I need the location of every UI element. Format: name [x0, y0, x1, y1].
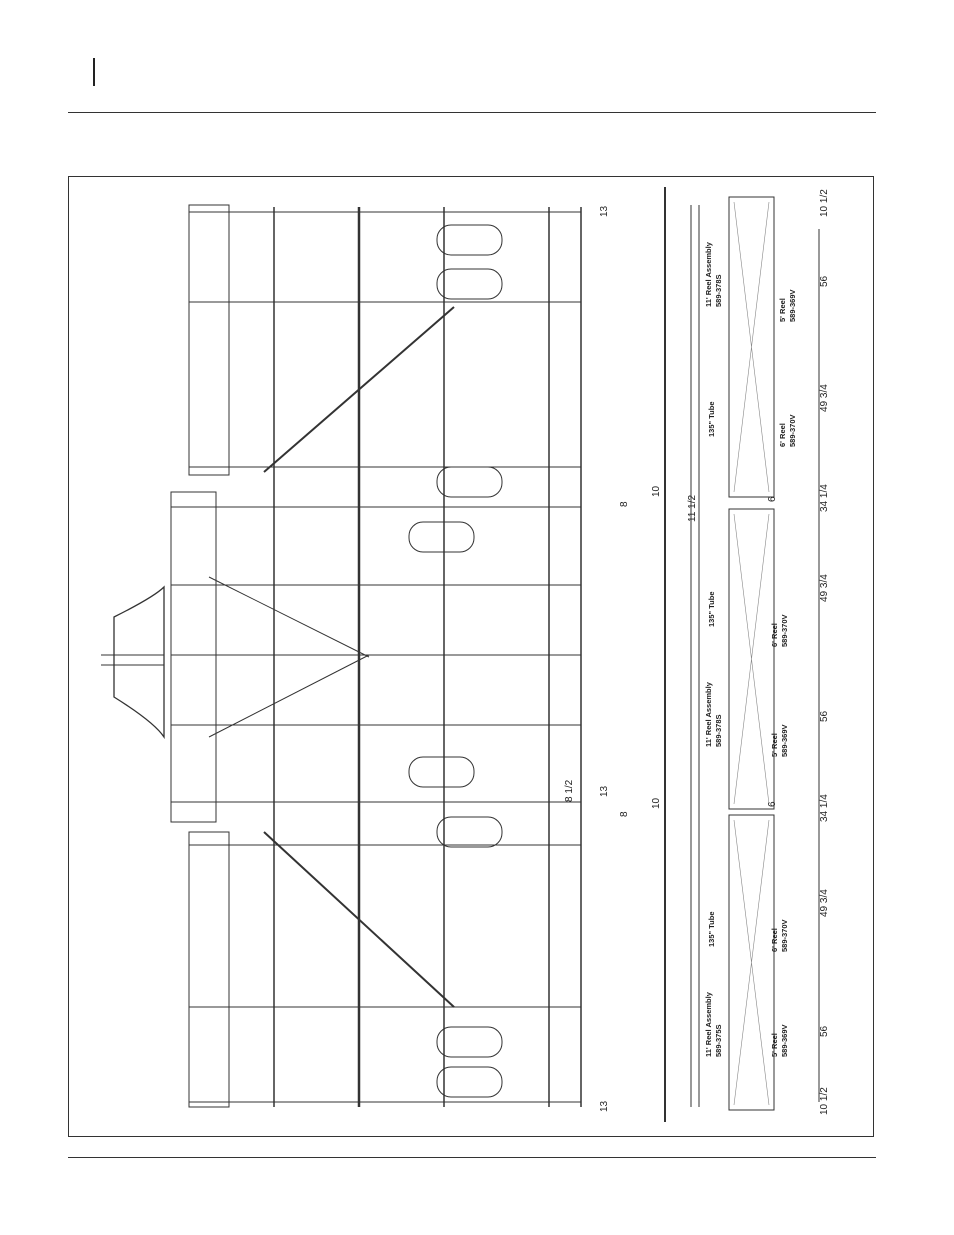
gang-left-bot: [188, 831, 230, 1108]
dim-s4: 11 1/2: [687, 495, 698, 522]
reel-bot: [728, 814, 775, 1111]
reel-top: [728, 196, 775, 498]
tank-7: [436, 1026, 503, 1058]
label-reel11-mid: 11' Reel Assembly: [704, 681, 713, 747]
dim-s3: 10: [651, 485, 662, 497]
tongue: [101, 654, 164, 666]
implement-diagram: 10 1/2 56 49 3/4 34 1/4 49 3/4 56 34 1/4…: [101, 187, 830, 1122]
footer-rule: [68, 1157, 876, 1158]
label-tube-top: 135" Tube: [707, 401, 716, 437]
dim-s11: 13: [599, 1100, 610, 1112]
dim-2: 56: [819, 275, 830, 287]
dim-4: 34 1/4: [819, 484, 830, 512]
gang-left-top: [188, 204, 230, 476]
dim-s1: 13: [599, 205, 610, 217]
brace-bot: [263, 831, 455, 1008]
brace-top: [263, 306, 455, 473]
label-reel5-top: 5' Reel: [778, 298, 787, 322]
label-tube-bot: 135" Tube: [707, 911, 716, 947]
dim-1: 10 1/2: [819, 189, 830, 217]
header-rule: [68, 112, 876, 113]
label-reel11-bot: 11' Reel Assembly: [704, 991, 713, 1057]
label-reel6-bot: 6' Reel: [770, 928, 779, 952]
label-reel6-top: 6' Reel: [778, 423, 787, 447]
label-reel6-top-pn: 589-370V: [788, 414, 797, 447]
dim-8: 49 3/4: [819, 889, 830, 917]
label-reel5-mid: 5' Reel: [770, 733, 779, 757]
dim-10: 10 1/2: [819, 1087, 830, 1115]
label-reel11-top: 11' Reel Assembly: [704, 241, 713, 307]
reel-mid: [728, 508, 775, 810]
brace-mid-2: [208, 654, 370, 738]
dim-3: 49 3/4: [819, 384, 830, 412]
label-reel11-mid-pn: 589-378S: [714, 714, 723, 747]
tank-2: [436, 268, 503, 300]
label-reel6-bot-pn: 589-370V: [780, 919, 789, 952]
dim-9: 56: [819, 1025, 830, 1037]
gang-left-mid: [170, 491, 217, 823]
label-reel6-mid-pn: 589-370V: [780, 614, 789, 647]
label-reel5-mid-pn: 589-369V: [780, 724, 789, 757]
dim-s8: 8: [619, 811, 630, 817]
dim-6: 56: [819, 710, 830, 722]
dim-s7: 13: [599, 785, 610, 797]
dim-7: 34 1/4: [819, 794, 830, 822]
dim-s10: 6: [767, 801, 778, 807]
tank-8: [436, 1066, 503, 1098]
tank-5: [408, 756, 475, 788]
label-reel5-top-pn: 589-369V: [788, 289, 797, 322]
dim-5: 49 3/4: [819, 574, 830, 602]
tank-4: [408, 521, 475, 553]
label-tube-mid: 135" Tube: [707, 591, 716, 627]
dim-s9: 10: [651, 797, 662, 809]
dim-s2: 8: [619, 501, 630, 507]
tank-6: [436, 816, 503, 848]
brace-mid-1: [208, 576, 370, 658]
label-reel6-mid: 6' Reel: [770, 623, 779, 647]
tank-3: [436, 466, 503, 498]
label-reel5-bot: 5' Reel: [770, 1033, 779, 1057]
label-reel11-top-pn: 589-378S: [714, 274, 723, 307]
dim-s5: 6: [767, 496, 778, 502]
hitch-frame: [113, 585, 165, 740]
drawing-frame: 10 1/2 56 49 3/4 34 1/4 49 3/4 56 34 1/4…: [68, 176, 874, 1137]
tank-1: [436, 224, 503, 256]
label-reel11-bot-pn: 589-375S: [714, 1024, 723, 1057]
label-reel5-bot-pn: 589-369V: [780, 1024, 789, 1057]
dim-s6: 8 1/2: [564, 779, 575, 802]
header-tick: [93, 58, 95, 86]
